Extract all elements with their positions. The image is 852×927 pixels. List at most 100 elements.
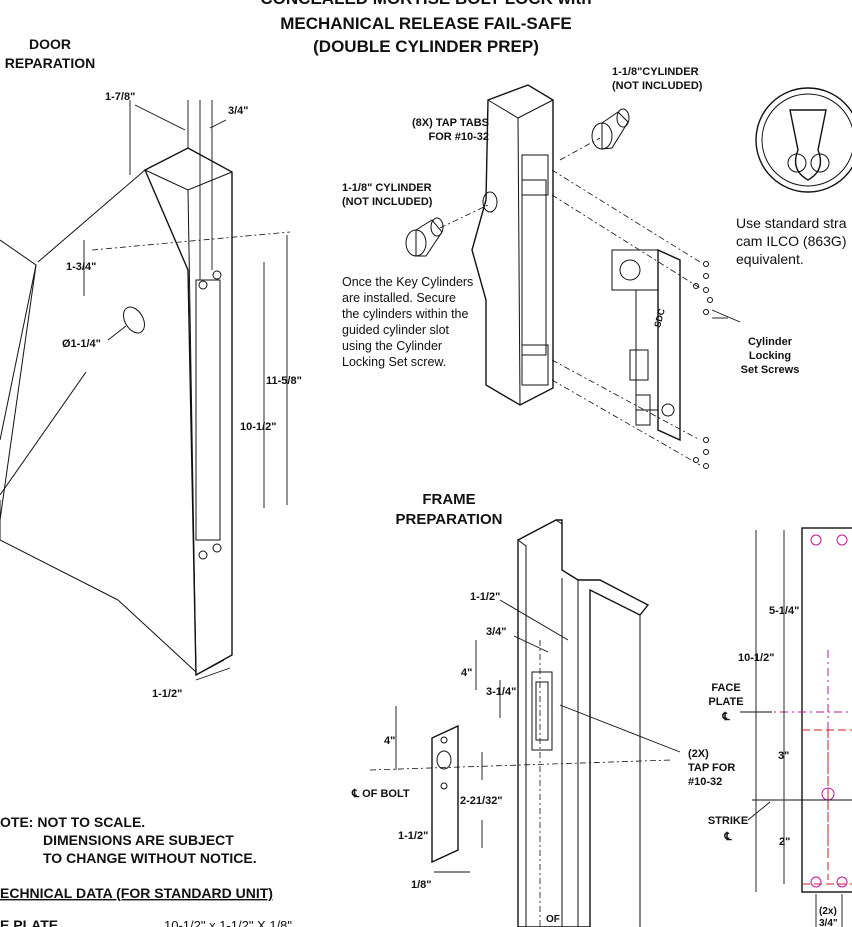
install-note-line: Once the Key Cylinders	[342, 275, 473, 289]
cylinder-axis-line	[559, 137, 601, 161]
install-note-line: are installed. Secure	[342, 291, 456, 305]
assembly-stile-edge	[517, 117, 521, 406]
door-dim-width: 1-7/8"	[105, 91, 135, 103]
title-line-1: CONCEALED MORTISE BOLT LOCK with	[260, 0, 591, 8]
frame-dim-a: 1-1/2"	[470, 591, 500, 603]
strike-screw-hole	[440, 736, 448, 744]
lock-bolt	[629, 349, 649, 381]
leader-line	[747, 801, 771, 821]
face-dim-upper: 5-1/4"	[769, 605, 799, 617]
door-slab-edge-left	[0, 239, 37, 521]
screw-icon	[703, 463, 709, 469]
screw-axis-line	[551, 379, 701, 466]
frame-dim-b: 3/4"	[486, 626, 507, 638]
strike-bolt-hole	[436, 750, 452, 770]
assembly-view: 1-1/8"CYLINDER (NOT INCLUDED) (8X) TAP T…	[342, 66, 799, 469]
set-screws-label-1: Cylinder	[748, 336, 793, 348]
top-cylinder-back	[616, 108, 630, 128]
notes-block: OTE: NOT TO SCALE. DIMENSIONS ARE SUBJEC…	[0, 814, 292, 927]
door-dim-cyl-dia: Ø1-1/4"	[62, 338, 101, 350]
cam-text-line: cam ILCO (863G)	[736, 233, 846, 249]
assembly-cyl-hole	[482, 191, 498, 213]
set-screw-icon	[703, 309, 709, 315]
cam-outer-ring	[755, 87, 852, 193]
title-block: CONCEALED MORTISE BOLT LOCK with MECHANI…	[260, 0, 591, 56]
mount-hole-icon	[836, 876, 848, 888]
left-cylinder-body	[415, 219, 443, 257]
left-cylinder-label-1: 1-1/8" CYLINDER	[342, 182, 432, 194]
frame-dim-f: 2-21/32"	[460, 795, 503, 807]
door-stile-bottom	[195, 659, 225, 676]
door-slab-bottom-left	[0, 539, 119, 601]
lock-cylinder-port	[619, 259, 641, 281]
assembly-tap-tab	[521, 154, 549, 196]
frame-profile	[517, 519, 650, 927]
top-cylinder-label-2: (NOT INCLUDED)	[612, 80, 703, 92]
frame-dim-d: 3-1/4"	[486, 686, 516, 698]
install-note-line: Locking Set screw.	[342, 355, 446, 369]
dim-line	[107, 325, 127, 341]
dim-line	[134, 104, 186, 131]
door-dim-slot: 10-1/2"	[240, 421, 276, 433]
face-dim-lower: 2"	[779, 836, 790, 848]
door-dim-tab-offset: 3/4"	[228, 105, 249, 117]
screw-icon	[703, 273, 709, 279]
leader-arrow	[711, 309, 741, 323]
cam-text-line: equivalent.	[736, 251, 804, 267]
install-note-line: the cylinders within the	[342, 307, 469, 321]
cam-text-line: Use standard stra	[736, 215, 847, 231]
screw-axis-line	[551, 359, 701, 441]
cam-screw-icon	[787, 153, 807, 173]
door-tap-hole	[212, 543, 222, 553]
top-screw-group	[693, 261, 713, 315]
door-dim-cyl-height: 1-3/4"	[66, 261, 96, 273]
bolt-center-label: ℄ OF BOLT	[351, 788, 410, 800]
screw-axis-line	[551, 194, 701, 289]
bolt-center-line	[369, 759, 673, 771]
frame-strike-cutout	[531, 671, 553, 751]
door-mortise-slot	[195, 279, 221, 541]
technical-data-value: 10-1/2" x 1-1/2" X 1/8"	[164, 918, 292, 927]
install-note: Once the Key Cylinders are installed. Se…	[342, 275, 473, 369]
strike-screw-hole	[440, 782, 448, 790]
door-tap-hole	[198, 550, 208, 560]
door-cylinder-hole	[123, 306, 145, 334]
door-prep-heading-2: REPARATION	[5, 55, 95, 71]
face-plate-cl: ℄	[721, 711, 730, 723]
face-dim-overall: 10-1/2"	[738, 652, 774, 664]
frame-dim-c: 4"	[461, 667, 472, 679]
dim-line	[513, 635, 549, 653]
lock-release	[661, 403, 675, 417]
door-slab-edge-top	[37, 169, 146, 263]
tap-label-3: #10-32	[688, 776, 722, 788]
door-prep-heading-1: DOOR	[29, 36, 71, 52]
title-line-2: MECHANICAL RELEASE FAIL-SAFE	[280, 14, 572, 33]
mount-hole-icon	[810, 534, 822, 546]
cam-inner-ring	[761, 93, 852, 187]
frame-dim-e: 4"	[384, 735, 395, 747]
leader-line	[559, 704, 681, 753]
top-cylinder-body	[601, 111, 629, 150]
top-cylinder	[591, 108, 630, 150]
cylinder-axis-line	[439, 204, 489, 229]
screw-icon	[693, 457, 699, 463]
face-dim-count: (2x)	[819, 906, 837, 917]
door-slab-diagonal	[0, 371, 87, 496]
mount-hole-icon	[810, 876, 822, 888]
assembly-stile-top	[487, 99, 554, 119]
tap-label-2: TAP FOR	[688, 762, 735, 774]
top-cylinder-label-1: 1-1/8"CYLINDER	[612, 66, 699, 78]
set-screws-label-2: Locking	[749, 350, 791, 362]
frame-prep-heading-1: FRAME	[422, 491, 475, 508]
frame-dim-g: 1-1/2"	[398, 830, 428, 842]
technical-data-label: E PLATE	[0, 917, 58, 927]
face-plate-view: 10-1/2" 5-1/4" 3" 2" (2x) 3/4" FACE PLAT…	[708, 527, 852, 927]
door-slab-inner	[0, 264, 37, 441]
assembly-slot	[521, 179, 547, 356]
mount-hole-icon	[836, 534, 848, 546]
door-stile-top	[144, 169, 233, 191]
note-line-1: OTE: NOT TO SCALE.	[0, 814, 145, 830]
frame-edge	[555, 519, 563, 570]
door-slab-bottom	[117, 599, 197, 673]
